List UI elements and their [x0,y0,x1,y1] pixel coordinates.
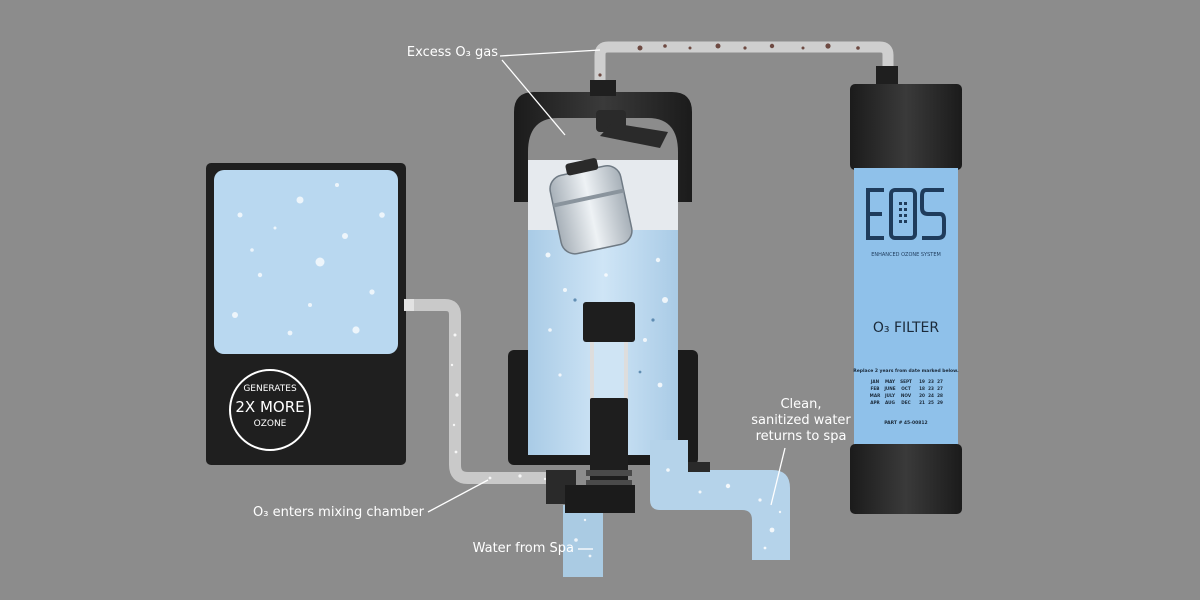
filter-date-cell: DEC [901,400,910,405]
filter-date-cell: 25 [928,400,934,405]
filter-date-cell: JUNE [883,386,895,391]
filter-date-cell: SEPT [900,379,912,384]
filter-date-cell: 27 [937,386,943,391]
filter-date-cell: 23 [928,386,934,391]
filter-instructions: Replace 2 years from date marked below. [853,368,959,374]
excess-gas-tube [594,41,898,92]
label-returns-line1: Clean, [780,397,822,412]
filter-date-cell: MAY [885,379,896,384]
filter-date-cell: 19 [919,379,925,384]
filter-date-cell: 27 [937,379,943,384]
chamber-bubbles [545,252,668,388]
return-pipe [650,440,790,560]
filter-top-cap [850,84,962,170]
filter-date-cell: 24 [928,393,934,398]
venturi-top [583,302,635,342]
filter-date-cell: APR [870,400,880,405]
generator-window [214,170,398,354]
chamber-base [565,485,635,513]
leader-lines [427,49,786,550]
ozone-generator [206,163,406,465]
leader-enters-chamber [427,479,489,513]
filter-date-cell: JAN [870,379,880,384]
filter-date-cell: MAR [870,393,881,398]
generator-badge-line3: OZONE [253,419,287,429]
label-returns-line3: returns to spa [755,429,847,444]
label-water-from-spa: Water from Spa [472,541,574,556]
filter-date-cell: JULY [884,393,896,398]
venturi-throat [592,342,626,400]
leader-excess-gas-tube [499,49,601,57]
leader-excess-gas-chamber [501,59,566,136]
filter-date-cell: AUG [885,400,896,405]
label-returns-line2: sanitized water [751,413,851,428]
generator-bubbles [232,183,385,336]
filter-date-cell: OCT [901,386,911,391]
filter-part-number: PART # 45-00812 [884,420,927,426]
filter-date-cell: 28 [937,393,943,398]
mixing-chamber [508,80,698,513]
float-valve [549,158,633,255]
water-inlet-pipe [563,505,603,577]
generator-badge-line1: GENERATES [243,384,297,394]
leader-returns-to-spa [770,447,786,506]
filter-date-cell: 20 [919,393,925,398]
filter-date-cell: 18 [919,386,925,391]
filter-date-cell: 29 [937,400,943,405]
filter-bottom-cap [850,444,962,514]
eos-logo-subtitle: ENHANCED OZONE SYSTEM [871,252,941,258]
eos-logo: ENHANCED OZONE SYSTEM [866,188,946,258]
filter-date-cell: 21 [919,400,925,405]
generator-badge [229,369,311,451]
label-enters-chamber: O₃ enters mixing chamber [253,505,424,520]
ozone-filter: ENHANCED OZONE SYSTEM O₃ FILTER Replace … [850,84,962,514]
filter-date-cell: 23 [928,379,934,384]
filter-date-cell: NOV [901,393,912,398]
venturi-body [590,398,628,488]
generator-badge-line2: 2X MORE [235,398,305,416]
filter-title: O₃ FILTER [873,320,940,336]
label-excess-gas: Excess O₃ gas [406,45,498,60]
filter-date-cell: FEB [871,386,880,391]
